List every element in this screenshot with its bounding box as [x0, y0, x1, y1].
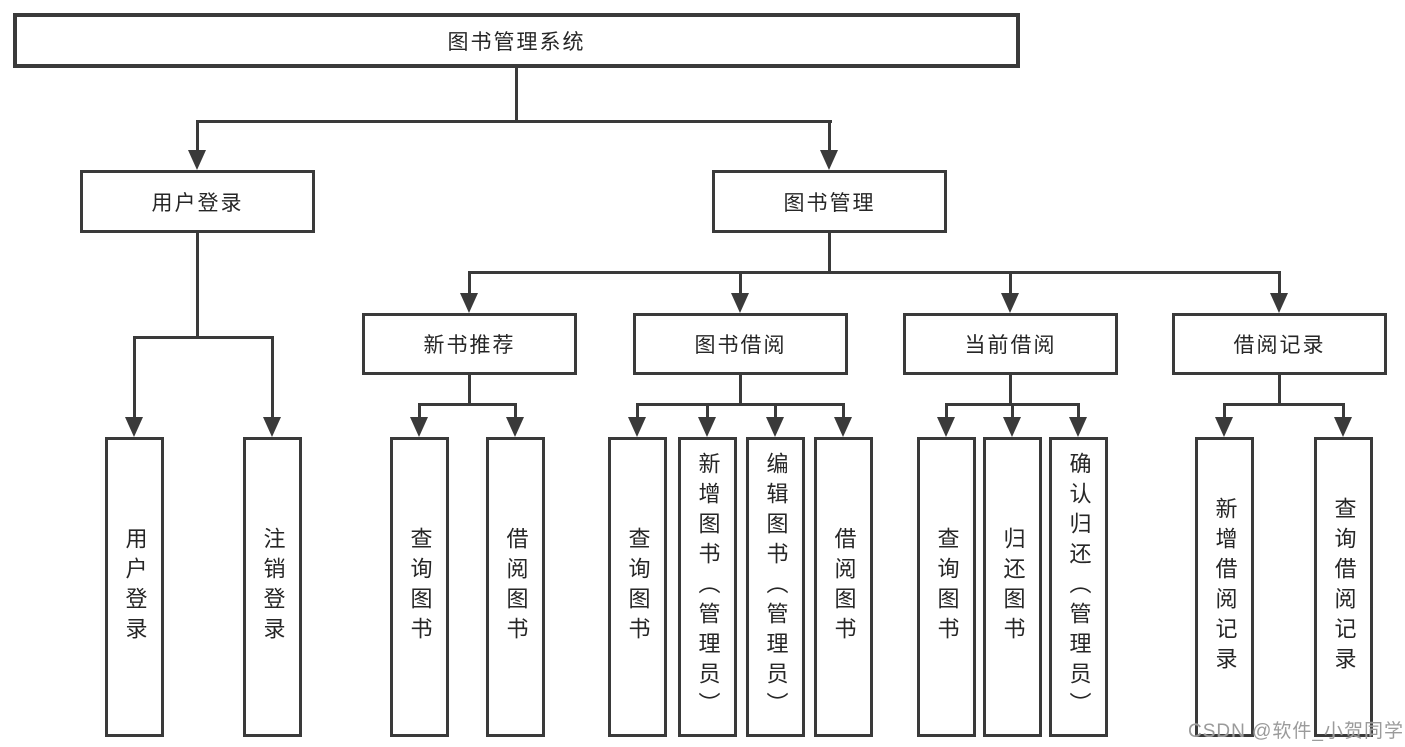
connector-line: [1011, 403, 1014, 419]
leaf-query-books-borrow: 查询图书: [608, 437, 667, 737]
leaf-label: 用户登录: [122, 527, 148, 647]
connector-line: [468, 271, 471, 295]
node-current-borrowing: 当前借阅: [903, 313, 1118, 375]
leaf-edit-books-admin: 编辑图书（管理员）: [746, 437, 805, 737]
arrow-down-icon: [1001, 293, 1019, 313]
leaf-borrow-books-recommend: 借阅图书: [486, 437, 545, 737]
node-new-book-recommendation: 新书推荐: [362, 313, 577, 375]
node-label: 用户登录: [151, 191, 244, 215]
node-library-management-system: 图书管理系统: [13, 13, 1020, 68]
connector-line: [842, 403, 845, 419]
connector-line: [1278, 271, 1281, 295]
leaf-label: 归还图书: [1000, 527, 1026, 647]
connector-line: [271, 336, 274, 419]
leaf-label: 查询借阅记录: [1331, 497, 1357, 677]
arrow-down-icon: [820, 150, 838, 170]
node-label: 借阅记录: [1233, 334, 1326, 357]
leaf-label: 查询图书: [625, 527, 651, 647]
node-book-borrowing: 图书借阅: [633, 313, 848, 375]
arrow-down-icon: [1334, 417, 1352, 437]
connector-line: [1342, 403, 1345, 419]
arrow-down-icon: [410, 417, 428, 437]
connector-line: [706, 403, 709, 419]
node-label: 图书管理: [783, 191, 876, 215]
connector-line: [196, 233, 199, 336]
leaf-label: 查询图书: [407, 527, 433, 647]
connector-line: [514, 403, 517, 419]
leaf-label: 确认归还（管理员）: [1066, 452, 1092, 722]
arrow-down-icon: [460, 293, 478, 313]
connector-line: [774, 403, 777, 419]
connector-line: [196, 120, 832, 123]
arrow-down-icon: [1069, 417, 1087, 437]
arrow-down-icon: [834, 417, 852, 437]
leaf-query-books-recommend: 查询图书: [390, 437, 449, 737]
node-user-login: 用户登录: [80, 170, 315, 233]
leaf-label: 新增图书（管理员）: [695, 452, 721, 722]
leaf-label: 借阅图书: [831, 527, 857, 647]
arrow-down-icon: [125, 417, 143, 437]
connector-line: [133, 336, 274, 339]
connector-line: [636, 403, 845, 406]
leaf-user-login: 用户登录: [105, 437, 164, 737]
connector-line: [739, 375, 742, 403]
arrow-down-icon: [766, 417, 784, 437]
connector-line: [1223, 403, 1345, 406]
connector-line: [418, 403, 517, 406]
connector-line: [515, 68, 518, 120]
arrow-down-icon: [506, 417, 524, 437]
leaf-label: 注销登录: [260, 527, 286, 647]
node-label: 新书推荐: [423, 334, 516, 357]
leaf-label: 查询图书: [934, 527, 960, 647]
leaf-query-books-current: 查询图书: [917, 437, 976, 737]
leaf-label: 新增借阅记录: [1212, 497, 1238, 677]
leaf-borrow-books: 借阅图书: [814, 437, 873, 737]
leaf-label: 编辑图书（管理员）: [763, 452, 789, 722]
node-borrowing-records: 借阅记录: [1172, 313, 1387, 375]
connector-line: [468, 271, 1281, 274]
arrow-down-icon: [628, 417, 646, 437]
connector-line: [1077, 403, 1080, 419]
leaf-add-books-admin: 新增图书（管理员）: [678, 437, 737, 737]
connector-line: [418, 403, 421, 419]
arrow-down-icon: [1003, 417, 1021, 437]
arrow-down-icon: [263, 417, 281, 437]
leaf-add-borrow-record: 新增借阅记录: [1195, 437, 1254, 737]
connector-line: [1009, 271, 1012, 295]
connector-line: [133, 336, 136, 419]
node-label: 当前借阅: [964, 334, 1057, 357]
connector-line: [468, 375, 471, 403]
leaf-return-books: 归还图书: [983, 437, 1042, 737]
arrow-down-icon: [188, 150, 206, 170]
node-label: 图书借阅: [694, 334, 787, 357]
connector-line: [1009, 375, 1012, 403]
arrow-down-icon: [1215, 417, 1233, 437]
arrow-down-icon: [937, 417, 955, 437]
arrow-down-icon: [698, 417, 716, 437]
connector-line: [1278, 375, 1281, 403]
node-book-management: 图书管理: [712, 170, 947, 233]
csdn-watermark: CSDN @软件_小贺同学: [1188, 721, 1404, 742]
connector-line: [828, 120, 831, 154]
connector-line: [196, 120, 199, 154]
connector-line: [739, 271, 742, 295]
connector-line: [1223, 403, 1226, 419]
leaf-confirm-return-admin: 确认归还（管理员）: [1049, 437, 1108, 737]
arrow-down-icon: [731, 293, 749, 313]
connector-line: [945, 403, 948, 419]
connector-line: [828, 233, 831, 271]
leaf-label: 借阅图书: [503, 527, 529, 647]
node-label: 图书管理系统: [447, 30, 586, 54]
leaf-logout: 注销登录: [243, 437, 302, 737]
arrow-down-icon: [1270, 293, 1288, 313]
connector-line: [636, 403, 639, 419]
leaf-query-borrow-record: 查询借阅记录: [1314, 437, 1373, 737]
